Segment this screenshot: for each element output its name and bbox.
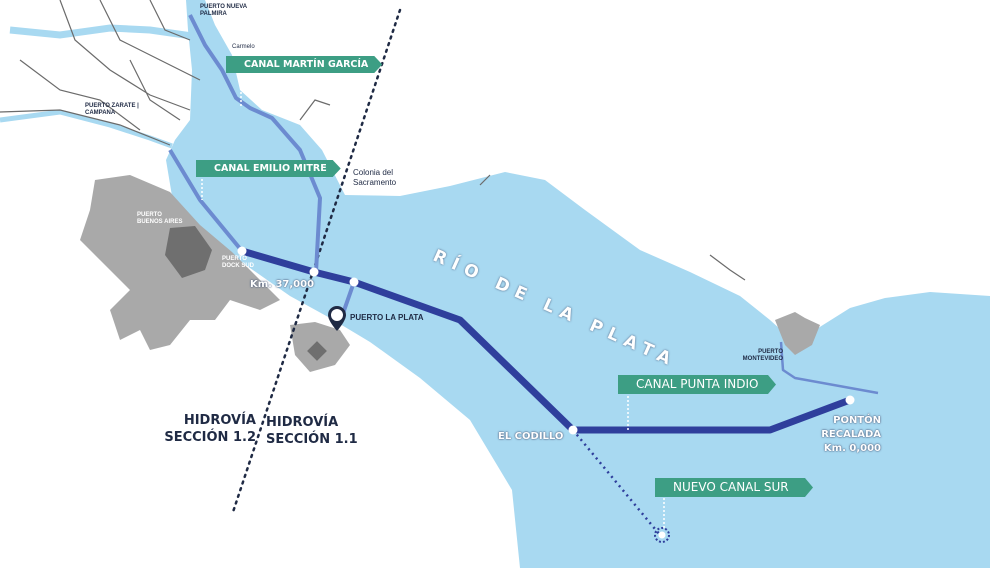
secondary-channels <box>168 14 879 395</box>
label-puerto-la-plata[interactable]: PUERTO LA PLATA <box>350 313 424 322</box>
tag-canal-emilio-mitre[interactable]: CANAL EMILIO MITRE <box>196 160 341 177</box>
nuevo-canal-sur-endpoint <box>654 527 670 543</box>
parana-guazu-river <box>9 24 193 40</box>
emilio-mitre-channel <box>168 148 244 253</box>
label-ponton-recalada: PONTÓN RECALADA Km. 0,000 <box>821 415 881 454</box>
label-puerto-zarate-campana: PUERTO ZARATE | CAMPANA <box>85 103 139 116</box>
label-km-37: Km. 37,000 <box>250 279 315 290</box>
label-carmelo: Carmelo <box>232 44 255 50</box>
label-puerto-dock-sud: PUERTO DOCK SUD <box>222 256 255 269</box>
la-plata-core <box>307 341 327 361</box>
label-puerto-buenos-aires: PUERTO BUENOS AIRES <box>137 212 183 225</box>
label-colonia-del-sacramento: Colonia del Sacramento <box>353 168 397 187</box>
montevideo-access-channel <box>779 341 879 395</box>
tag-canal-punta-indio[interactable]: CANAL PUNTA INDIO <box>618 375 776 394</box>
puerto-la-plata-pin-icon[interactable] <box>328 306 346 331</box>
label-leaders <box>201 72 665 530</box>
tag-canal-martin-garcia[interactable]: CANAL MARTÍN GARCÍA <box>226 56 382 73</box>
delta-branches <box>0 0 746 281</box>
martin-garcia-channel <box>188 14 322 273</box>
tag-nuevo-canal-sur[interactable]: NUEVO CANAL SUR <box>655 478 813 497</box>
buenos-aires-core <box>165 226 212 278</box>
section-boundary-line <box>231 8 402 514</box>
label-hidrovia-seccion-1-2: HIDROVÍA SECCIÓN 1.2 <box>164 413 256 445</box>
label-el-codillo: EL CODILLO <box>498 431 564 442</box>
nuevo-canal-sur-dot <box>658 531 666 539</box>
label-puerto-nueva-palmira: PUERTO NUEVA PALMIRA <box>200 4 247 17</box>
channel-nodes <box>237 246 855 435</box>
montevideo-city <box>775 312 820 355</box>
label-puerto-montevideo: PUERTO MONTEVIDEO <box>742 349 783 362</box>
label-hidrovia-seccion-1-1: HIDROVÍA SECCIÓN 1.1 <box>266 415 358 447</box>
parana-river <box>0 109 173 149</box>
